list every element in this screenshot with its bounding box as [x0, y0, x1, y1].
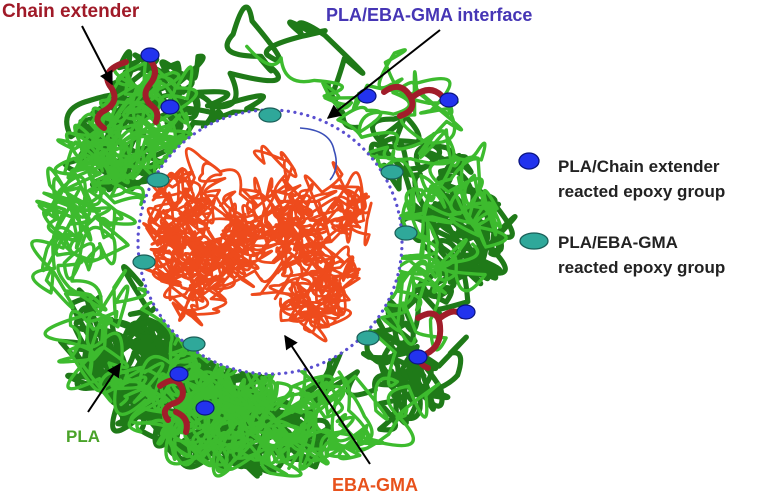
blue-epoxy-marker-icon	[140, 47, 160, 63]
interface-arrow	[326, 29, 441, 119]
legend-blue-ellipse-icon	[518, 152, 540, 170]
legend-markers	[518, 152, 549, 250]
legend-item-eba-gma: PLA/EBA-GMA reacted epoxy group	[558, 230, 725, 280]
chain-extender-label: Chain extender	[2, 1, 140, 22]
blue-epoxy-marker-icon	[160, 99, 180, 115]
chain-extender-arrow	[81, 25, 113, 86]
blue-epoxy-marker-icon	[195, 400, 215, 416]
eba-gma-label: EBA-GMA	[332, 475, 418, 495]
epoxy-group-markers	[132, 47, 476, 416]
legend-line2: reacted epoxy group	[558, 258, 726, 277]
teal-epoxy-marker-icon	[182, 336, 206, 352]
eba-gma-core-chains	[142, 127, 373, 343]
legend-line1: PLA/EBA-GMA	[558, 233, 678, 252]
blue-epoxy-marker-icon	[439, 92, 459, 108]
pla-shell-chains	[30, 4, 518, 479]
blue-epoxy-marker-icon	[357, 88, 377, 104]
pla-label: PLA	[66, 427, 100, 446]
blue-epoxy-marker-icon	[169, 366, 189, 382]
legend-line2: reacted epoxy group	[558, 182, 726, 201]
pla-arrow	[87, 362, 121, 413]
interface-label: PLA/EBA-GMA interface	[326, 5, 533, 25]
teal-epoxy-marker-icon	[380, 164, 404, 180]
teal-epoxy-marker-icon	[394, 225, 418, 241]
blue-epoxy-marker-icon	[408, 349, 428, 365]
legend-line1: PLA/Chain extender	[558, 157, 720, 176]
legend-item-chain-extender: PLA/Chain extender reacted epoxy group	[558, 154, 725, 204]
blue-epoxy-marker-icon	[456, 304, 476, 320]
eba-gma-arrow	[284, 334, 371, 465]
teal-epoxy-marker-icon	[146, 172, 170, 188]
teal-epoxy-marker-icon	[132, 254, 156, 270]
legend-teal-ellipse-icon	[519, 232, 549, 250]
teal-epoxy-marker-icon	[258, 107, 282, 123]
callout-arrows	[81, 25, 441, 465]
teal-epoxy-marker-icon	[356, 330, 380, 346]
